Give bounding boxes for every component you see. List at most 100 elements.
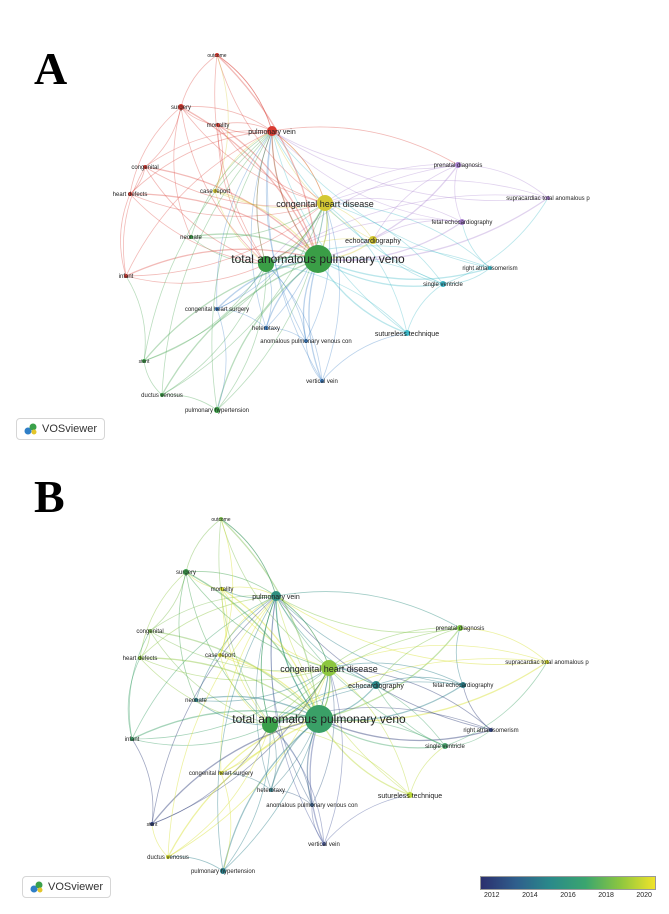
edge-link [222, 718, 320, 872]
node-apvc[interactable] [310, 803, 314, 807]
node-casereport[interactable] [218, 653, 222, 657]
node-casereport[interactable] [213, 189, 217, 193]
node-prenatal[interactable] [457, 625, 463, 631]
legend-tick: 2012 [484, 892, 500, 899]
node-neonate[interactable] [189, 235, 193, 239]
vosviewer-logo-b: VOSviewer [22, 876, 112, 898]
network-map-a[interactable]: total anomalous pulmonary venocongenital… [0, 0, 669, 450]
node-surgery[interactable] [183, 569, 189, 575]
edge-link [275, 595, 330, 669]
edge-link [271, 130, 408, 334]
node-heartdef[interactable] [128, 192, 132, 196]
edge-link [129, 106, 182, 195]
node-chs[interactable] [215, 307, 219, 311]
network-map-b[interactable]: total anomalous pulmonary venocongenital… [0, 455, 669, 914]
node-supra[interactable] [546, 196, 550, 200]
edge-link [125, 275, 146, 362]
node-heterotaxy[interactable] [264, 326, 268, 330]
node-infant[interactable] [124, 274, 128, 278]
node-sutureless[interactable] [407, 792, 413, 798]
edge-link [461, 221, 491, 269]
edge-link [149, 630, 330, 672]
edge-link [265, 202, 326, 265]
node-ph[interactable] [214, 407, 220, 413]
edge-link [444, 729, 492, 747]
vosviewer-label: VOSviewer [48, 881, 104, 893]
node-label-supra: supracardiac total anomalous p [506, 196, 590, 202]
node-tapv[interactable] [304, 245, 332, 273]
edge-link [129, 193, 326, 217]
node-sutureless[interactable] [404, 330, 410, 336]
node-label-chd: congenital heart disease [280, 664, 378, 674]
edge-link [265, 218, 463, 265]
node-pv[interactable] [267, 126, 277, 136]
edge-link [317, 197, 549, 262]
node-chd[interactable] [321, 660, 337, 676]
edge-link [151, 724, 271, 825]
edge-link [131, 724, 271, 746]
edge-link [328, 667, 446, 747]
node-fetal[interactable] [460, 682, 466, 688]
node-supra[interactable] [545, 660, 549, 664]
node-infant[interactable] [130, 737, 134, 741]
node-congenital[interactable] [143, 165, 147, 169]
edge-link [318, 684, 464, 722]
node-label-casereport: case report [205, 653, 235, 659]
node-label-fetal: fetal echocardiography [433, 683, 494, 689]
edge-link [161, 202, 326, 396]
edge-link [185, 571, 223, 590]
node-dv[interactable] [160, 393, 164, 397]
node-vv[interactable] [322, 842, 326, 846]
node-chs[interactable] [219, 771, 223, 775]
node-dv[interactable] [166, 855, 170, 859]
node-mortality[interactable] [220, 587, 224, 591]
node-congenital[interactable] [148, 629, 152, 633]
node-stent[interactable] [150, 822, 154, 826]
node-heartdef[interactable] [138, 656, 142, 660]
edge-link [167, 718, 320, 858]
node-outcome[interactable] [219, 517, 223, 521]
node-hub2[interactable] [258, 256, 274, 272]
node-surgery[interactable] [178, 104, 184, 110]
node-fetal[interactable] [459, 219, 465, 225]
node-heterotaxy[interactable] [269, 788, 273, 792]
edge-link [317, 258, 491, 280]
node-sv[interactable] [440, 281, 446, 287]
edge-link [214, 54, 267, 265]
node-chd[interactable] [317, 195, 333, 211]
node-echo[interactable] [372, 681, 380, 689]
edge-link [144, 166, 267, 265]
node-mortality[interactable] [216, 123, 220, 127]
node-label-outcome: outcome [207, 53, 226, 59]
node-apvc[interactable] [304, 339, 308, 343]
edge-link [309, 718, 325, 845]
edge-link [265, 327, 307, 342]
node-vv[interactable] [320, 379, 324, 383]
edge-link [317, 258, 444, 287]
node-neonate[interactable] [194, 698, 198, 702]
edge-link [372, 164, 459, 241]
edge-link [459, 627, 548, 663]
edge-link [305, 202, 331, 342]
node-label-ph: pulmonary hypertension [185, 408, 249, 414]
vosviewer-logo-a: VOSviewer [16, 418, 106, 440]
node-stent[interactable] [142, 359, 146, 363]
node-prenatal[interactable] [455, 162, 461, 168]
edge-link [195, 595, 277, 701]
node-hub2[interactable] [262, 717, 278, 733]
node-tapv[interactable] [305, 705, 333, 733]
node-label-ria: right atrial isomerism [462, 266, 517, 272]
edge-link [270, 789, 313, 806]
node-pv[interactable] [271, 591, 281, 601]
node-ria[interactable] [488, 266, 492, 270]
edge-link [139, 657, 330, 681]
node-ph[interactable] [220, 868, 226, 874]
edge-link [265, 238, 374, 265]
edge-link [328, 667, 492, 731]
node-echo[interactable] [369, 236, 377, 244]
edge-link [185, 571, 320, 720]
node-ria[interactable] [489, 728, 493, 732]
node-sv[interactable] [442, 743, 448, 749]
node-outcome[interactable] [215, 53, 219, 57]
edge-link [214, 124, 223, 192]
